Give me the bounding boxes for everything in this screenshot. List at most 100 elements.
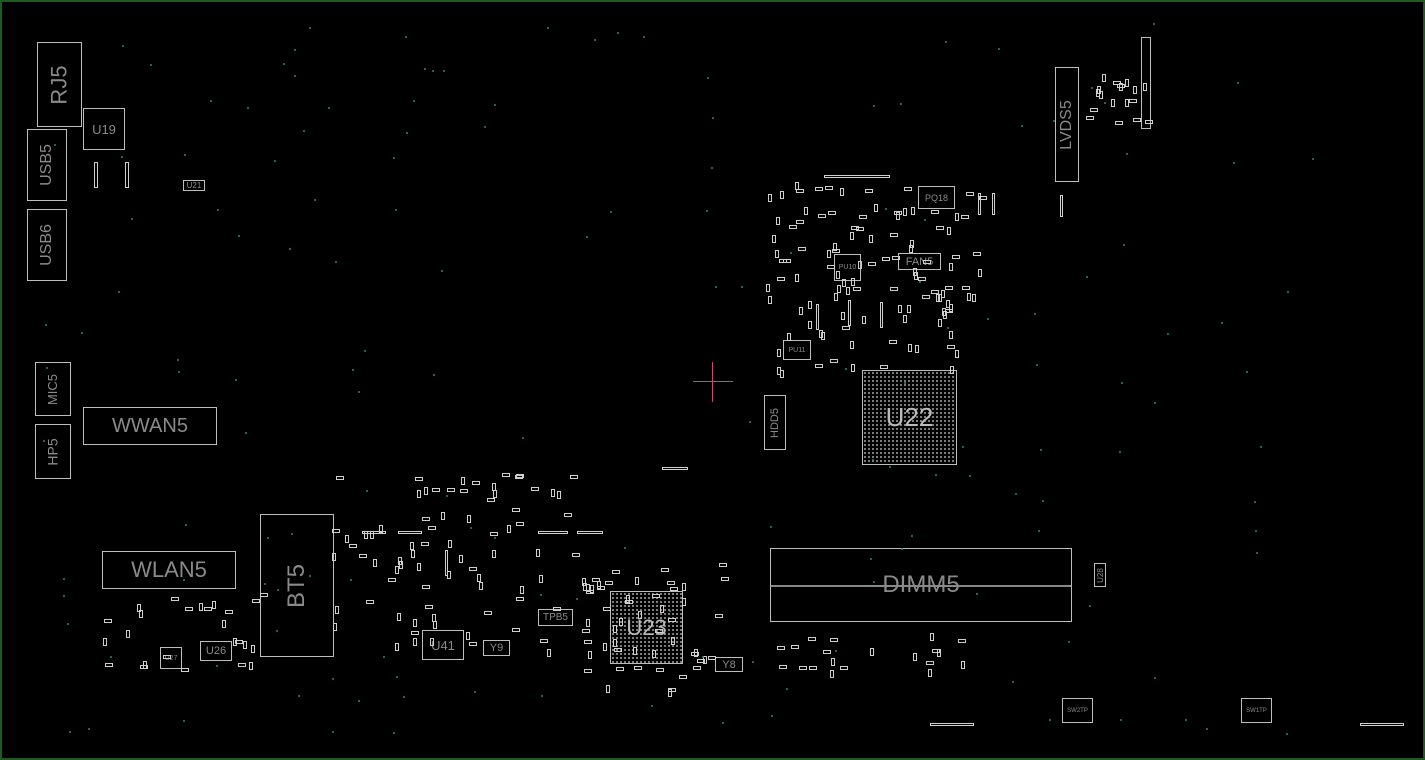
smd-pad	[889, 232, 898, 237]
smd-pad	[944, 285, 953, 290]
smd-pad	[618, 617, 623, 626]
smd-pad	[581, 629, 590, 634]
switch-sw2tp[interactable]: SW2TP	[1062, 698, 1093, 723]
smd-pad	[589, 585, 594, 594]
chip-u22[interactable]: U22	[862, 370, 957, 465]
smd-pad	[853, 287, 862, 292]
via	[184, 524, 187, 527]
smd-pad	[960, 661, 965, 670]
smd-pad	[596, 581, 601, 590]
smd-pad	[469, 641, 478, 646]
connector-usb5[interactable]: USB5	[27, 129, 67, 201]
connector-rj5[interactable]: RJ5	[37, 42, 82, 127]
smd-pad	[1060, 195, 1063, 217]
smd-pad	[962, 286, 971, 291]
smd-pad	[584, 669, 593, 674]
smd-pad	[507, 525, 512, 534]
smd-pad	[840, 188, 844, 197]
smd-pad	[632, 647, 637, 656]
slot-dimm5[interactable]: DIMM5	[770, 548, 1072, 622]
chip-u28[interactable]: U28	[1094, 563, 1106, 587]
smd-pad	[947, 227, 952, 236]
smd-pad	[1111, 99, 1116, 108]
via	[332, 731, 335, 734]
testpad-tpb5[interactable]: TPB5	[538, 609, 573, 626]
chip-u26[interactable]: U26	[200, 641, 232, 661]
via	[314, 199, 317, 202]
smd-pad	[973, 251, 982, 256]
smd-pad	[431, 614, 436, 623]
via	[1221, 321, 1224, 324]
smd-pad	[978, 195, 987, 200]
smd-pad	[777, 276, 786, 281]
via	[888, 465, 891, 468]
smd-pad	[930, 632, 935, 641]
smd-pad	[583, 640, 592, 645]
via	[442, 69, 445, 72]
smd-pad	[949, 330, 954, 339]
smd-pad	[662, 467, 688, 470]
connector-hp5[interactable]: HP5	[35, 424, 71, 479]
smd-pad	[927, 668, 932, 677]
smd-pad	[904, 186, 913, 191]
chip-u23[interactable]: U23	[610, 591, 683, 664]
via	[290, 533, 293, 536]
connector-fan5[interactable]: FAN5	[898, 253, 941, 270]
via	[177, 358, 180, 361]
slot-wwan5[interactable]: WWAN5	[83, 407, 217, 445]
smd-pad	[961, 214, 970, 219]
label: PU10	[838, 264, 857, 271]
via	[934, 474, 937, 477]
via	[394, 208, 397, 211]
connector-usb6[interactable]: USB6	[27, 209, 67, 281]
chip-pu11[interactable]: PU11	[783, 340, 811, 360]
connector-camera[interactable]	[1141, 37, 1151, 129]
smd-pad	[249, 661, 254, 670]
chip-u19[interactable]: U19	[83, 108, 125, 150]
label: U23	[626, 614, 667, 640]
smd-pad	[1125, 99, 1130, 108]
via	[45, 367, 48, 370]
smd-pad	[978, 193, 981, 215]
slot-wlan5[interactable]: WLAN5	[102, 551, 236, 589]
transistor-pq18[interactable]: PQ18	[918, 186, 955, 209]
crystal-y9[interactable]: Y9	[483, 640, 510, 656]
smd-pad	[938, 319, 943, 328]
battery-bt5[interactable]: BT5	[260, 514, 334, 657]
label: U26	[205, 645, 227, 657]
smd-pad	[890, 287, 899, 292]
smd-pad	[410, 630, 419, 635]
smd-pad	[564, 513, 573, 518]
via	[54, 143, 57, 146]
smd-pad	[430, 638, 435, 647]
via	[1012, 680, 1015, 683]
via	[1153, 676, 1156, 679]
smd-pad	[1095, 88, 1100, 97]
via	[1205, 728, 1208, 731]
crystal-y8[interactable]: Y8	[715, 657, 743, 672]
smd-pad	[826, 249, 831, 258]
smd-pad	[861, 315, 866, 324]
via	[309, 27, 312, 30]
smd-pad	[379, 525, 384, 533]
via	[293, 49, 296, 52]
smd-pad	[849, 232, 854, 241]
smd-pad	[661, 567, 670, 572]
smd-pad	[550, 488, 555, 497]
smd-pad	[180, 668, 189, 673]
via	[869, 557, 872, 560]
connector-mic5[interactable]: MIC5	[35, 362, 71, 416]
smd-pad	[787, 332, 792, 341]
connector-lvds5[interactable]: LVDS5	[1055, 67, 1079, 182]
chip-u41[interactable]: U41	[422, 630, 464, 660]
connector-hdd5[interactable]: HDD5	[764, 395, 786, 450]
chip-u21[interactable]: U21	[183, 180, 205, 191]
via	[924, 218, 927, 221]
via	[470, 526, 473, 529]
smd-pad	[840, 312, 845, 321]
switch-sw1tp[interactable]: SW1TP	[1241, 698, 1272, 723]
via	[383, 655, 386, 658]
via	[413, 99, 416, 102]
smd-pad	[940, 289, 945, 298]
